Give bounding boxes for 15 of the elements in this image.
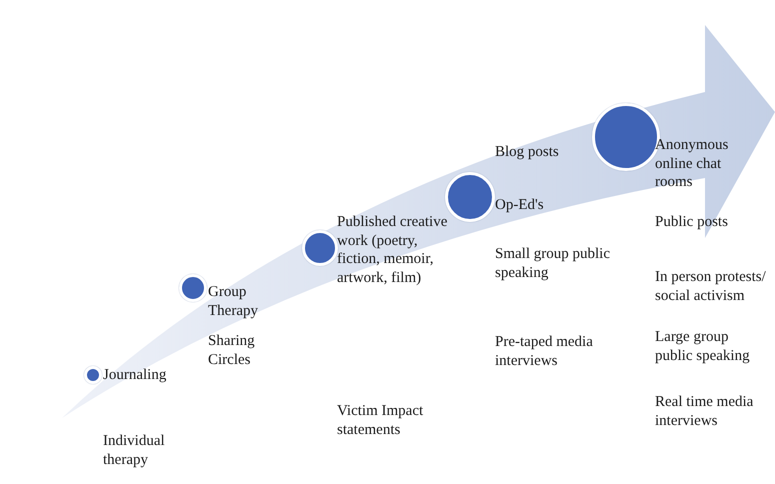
example-label: Real time media interviews [655, 393, 754, 430]
example-label: Small group public speaking [495, 245, 611, 282]
example-label: Public posts [655, 213, 729, 232]
example-label: Individual therapy [103, 432, 166, 469]
example-label: In person protests/ social activism [655, 268, 767, 305]
step-label: Journaling [103, 366, 168, 384]
step-label: Published creative work (poetry, fiction, memoir, artwork, film) [337, 213, 448, 287]
example-label: Sharing Circles [208, 332, 256, 369]
example-label: Victim Impact statements [337, 402, 424, 439]
step-label: Blog posts [495, 143, 560, 162]
example-label: Op-Ed's [495, 196, 545, 214]
example-label: Large group public speaking [655, 328, 751, 365]
step-label: Group Therapy [208, 283, 259, 320]
example-label: Pre-taped media interviews [495, 333, 594, 370]
example-label: Anonymous online chat rooms [655, 136, 730, 192]
